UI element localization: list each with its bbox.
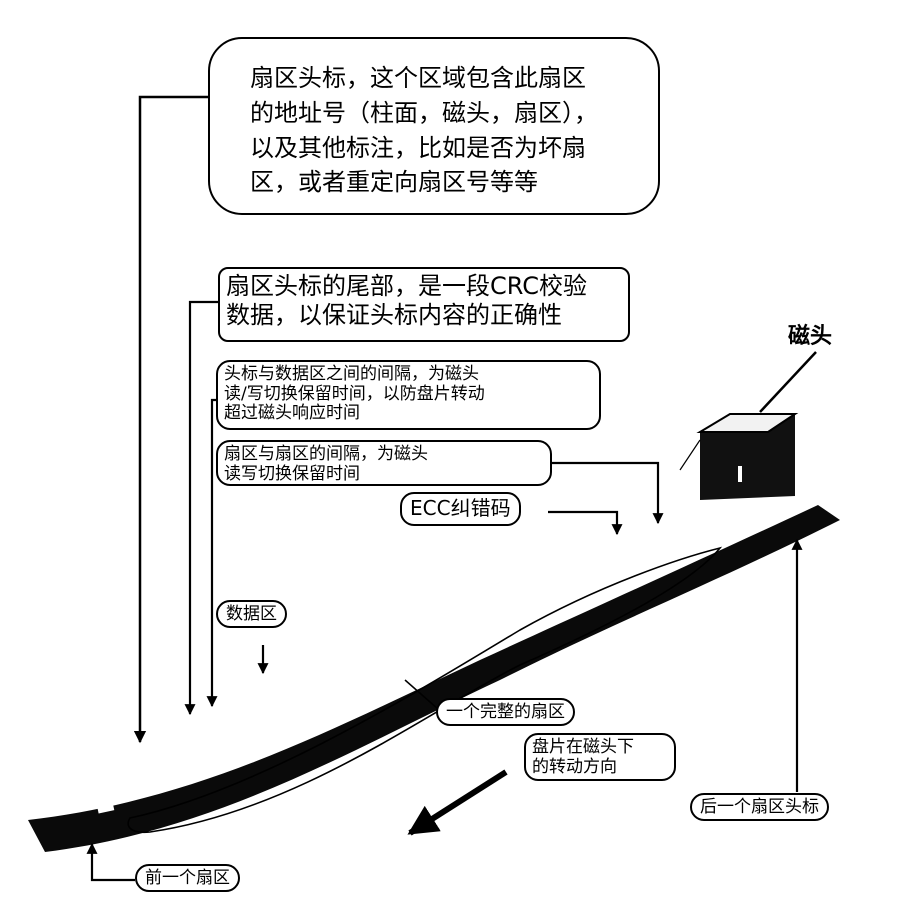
next-sector-header-label: 后一个扇区头标 — [700, 797, 819, 817]
sector-header-line-2: 的地址号（柱面，磁头，扇区）， — [250, 98, 598, 127]
rotation-direction-callout: 盘片在磁头下 的转动方向 — [524, 733, 676, 781]
sector-header-line-1: 扇区头标，这个区域包含此扇区 — [250, 64, 586, 92]
arrow-ecc — [548, 510, 623, 536]
data-area-callout: 数据区 — [216, 600, 287, 629]
previous-sector-callout: 前一个扇区 — [135, 864, 240, 893]
header-data-gap-line-1: 头标与数据区之间的间隔，为磁头 — [224, 364, 479, 384]
complete-sector-bracket — [127, 546, 723, 834]
arrow-header-tail — [184, 300, 218, 716]
arrow-sector-header — [133, 95, 212, 744]
rotation-direction-line-1: 盘片在磁头下 — [532, 737, 634, 757]
arrow-rotation-direction — [407, 769, 508, 836]
header-tail-line-2: 数据，以保证头标内容的正确性 — [226, 300, 562, 329]
ecc-callout: ECC纠错码 — [400, 492, 521, 526]
gap-marker-header — [209, 714, 234, 735]
gap-marker-previous — [95, 797, 115, 814]
sector-gap-line-2: 读写切换保留时间 — [224, 463, 360, 484]
arrow-previous-sector — [86, 842, 135, 882]
sector-header-line-3: 以及其他标注，比如是否为坏扇 — [250, 133, 586, 162]
disk-track — [28, 505, 840, 852]
gap-marker-next — [653, 530, 679, 552]
sector-gap-line-1: 扇区与扇区的间隔，为磁头 — [224, 444, 428, 464]
data-area-label: 数据区 — [226, 604, 277, 624]
header-data-gap-line-2: 读/写切换保留时间，以防盘片转动 — [224, 383, 485, 404]
rotation-direction-line-2: 的转动方向 — [532, 756, 617, 777]
previous-sector-label: 前一个扇区 — [145, 868, 230, 888]
header-data-gap-line-3: 超过磁头响应时间 — [224, 403, 360, 424]
header-tail-callout: 扇区头标的尾部，是一段CRC校验 数据，以保证头标内容的正确性 — [218, 267, 630, 342]
complete-sector-callout: 一个完整的扇区 — [436, 698, 575, 727]
magnetic-head-block — [679, 351, 817, 500]
sector-gap-callout: 扇区与扇区的间隔，为磁头 读写切换保留时间 — [216, 440, 552, 486]
complete-sector-connector — [404, 679, 439, 710]
ecc-label: ECC纠错码 — [410, 496, 511, 520]
next-sector-header-callout: 后一个扇区头标 — [690, 793, 829, 822]
header-data-gap-callout: 头标与数据区之间的间隔，为磁头 读/写切换保留时间，以防盘片转动 超过磁头响应时… — [216, 360, 601, 430]
sector-header-callout: 扇区头标，这个区域包含此扇区 的地址号（柱面，磁头，扇区）， 以及其他标注，比如… — [208, 37, 660, 215]
complete-sector-label: 一个完整的扇区 — [446, 702, 565, 722]
sector-header-line-4: 区，或者重定向扇区号等等 — [250, 168, 538, 197]
magnetic-head-label: 磁头 — [788, 324, 833, 349]
header-tail-line-1: 扇区头标的尾部，是一段CRC校验 — [226, 272, 587, 300]
arrow-sector-gap — [552, 461, 664, 525]
